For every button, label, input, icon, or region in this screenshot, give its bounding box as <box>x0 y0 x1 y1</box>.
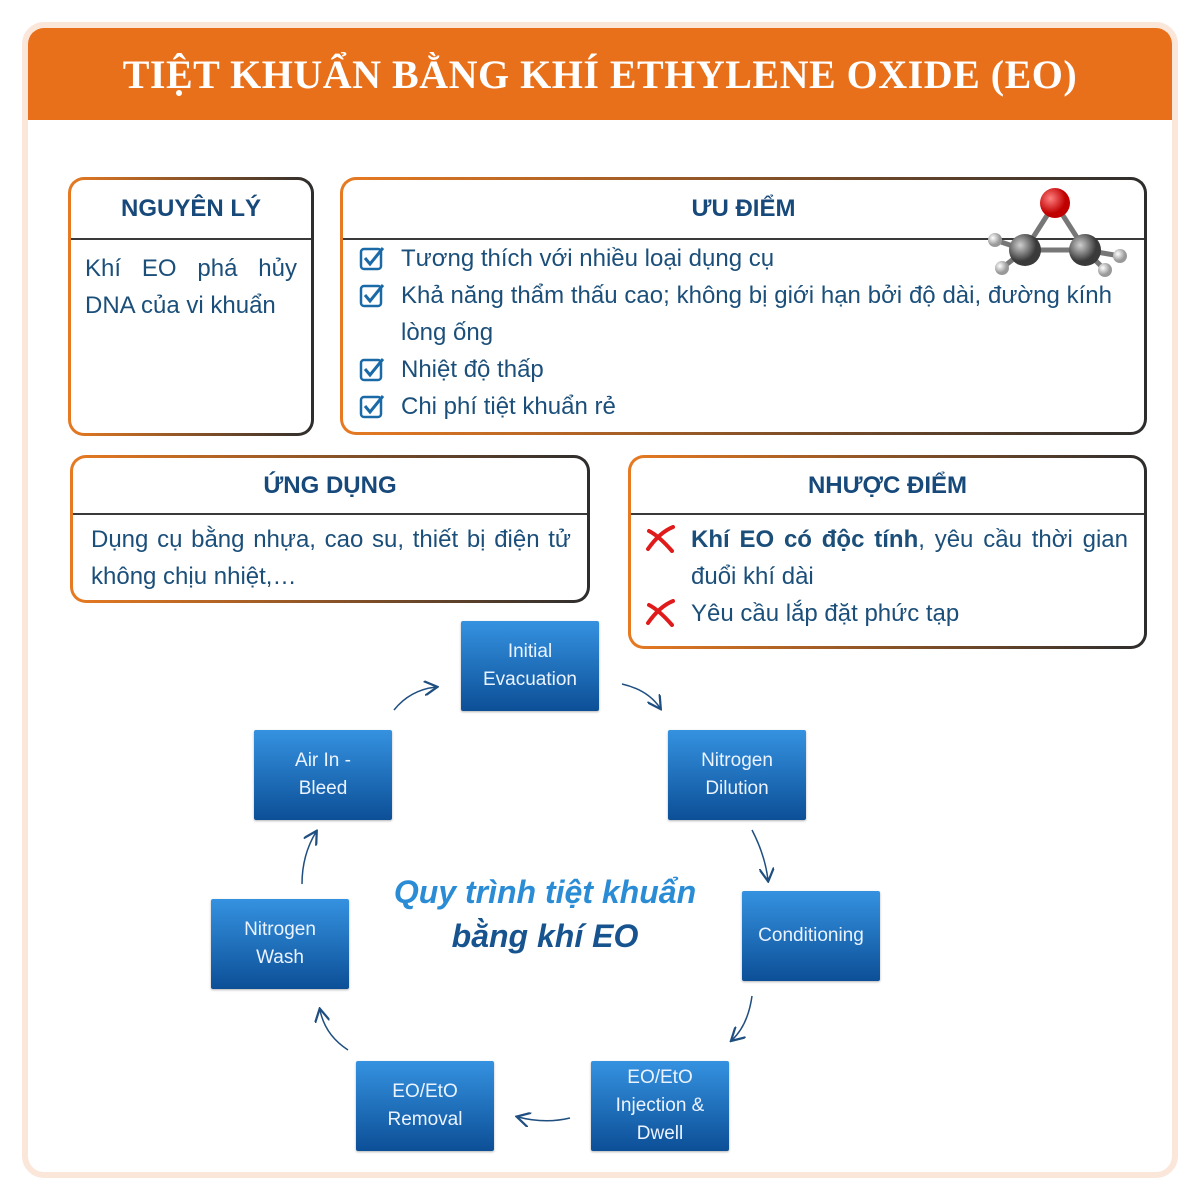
disadvantage-item: Yêu cầu lắp đặt phức tạp <box>645 595 1128 632</box>
cross-icon <box>646 525 675 553</box>
cross-icon <box>646 599 675 627</box>
applications-card: ỨNG DỤNG Dụng cụ bằng nhựa, cao su, thiế… <box>70 455 590 603</box>
disadvantages-heading: NHƯỢC ĐIỂM <box>631 458 1144 515</box>
arrow-icon <box>301 832 316 885</box>
arrow-icon <box>393 687 436 711</box>
arrow-icon <box>732 995 753 1040</box>
advantages-card: ƯU ĐIỂM Tương thích với nhiều loại dụng … <box>340 177 1147 435</box>
arrow-icon <box>518 1117 571 1121</box>
principle-heading: NGUYÊN LÝ <box>71 180 311 240</box>
page-title: TIỆT KHUẨN BẰNG KHÍ ETHYLENE OXIDE (EO) <box>122 51 1078 97</box>
arrow-icon <box>320 1010 349 1051</box>
applications-text: Dụng cụ bằng nhựa, cao su, thiết bị điện… <box>91 526 571 590</box>
step-air-in-bleed: Air In - Bleed <box>254 730 392 820</box>
step-initial-evacuation: Initial Evacuation <box>461 621 599 711</box>
step-nitrogen-wash: Nitrogen Wash <box>211 899 349 989</box>
advantage-item: Nhiệt độ thấp <box>359 351 1112 388</box>
step-eo-removal: EO/EtO Removal <box>356 1061 494 1151</box>
step-nitrogen-dilution: Nitrogen Dilution <box>668 730 806 820</box>
advantages-heading: ƯU ĐIỂM <box>343 180 1144 240</box>
checkbox-icon <box>359 358 385 382</box>
advantage-item: Chi phí tiệt khuẩn rẻ <box>359 388 1112 425</box>
arrow-icon <box>621 683 660 708</box>
checkbox-icon <box>359 284 385 308</box>
step-conditioning: Conditioning <box>742 891 880 981</box>
step-eo-injection-dwell: EO/EtO Injection & Dwell <box>591 1061 729 1151</box>
arrow-icon <box>751 829 768 880</box>
principle-card: NGUYÊN LÝ Khí EO phá hủy DNA của vi khuẩ… <box>68 177 314 436</box>
process-title: Quy trình tiệt khuẩn bằng khí EO <box>393 874 697 954</box>
title-banner: TIỆT KHUẨN BẰNG KHÍ ETHYLENE OXIDE (EO) <box>28 28 1172 120</box>
principle-text: Khí EO phá hủy DNA của vi khuẩn <box>85 255 297 319</box>
ethylene-oxide-molecule-icon <box>988 188 1127 277</box>
checkbox-icon <box>359 395 385 419</box>
advantage-item: Khả năng thẩm thấu cao; không bị giới hạ… <box>359 277 1112 351</box>
applications-heading: ỨNG DỤNG <box>73 458 587 515</box>
checkbox-icon <box>359 247 385 271</box>
disadvantage-item: Khí EO có độc tính, yêu cầu thời gian đu… <box>645 521 1128 595</box>
advantage-item: Tương thích với nhiều loại dụng cụ <box>359 240 1112 277</box>
disadvantages-card: NHƯỢC ĐIỂM Khí EO có độc tính, yêu cầu t… <box>628 455 1147 649</box>
